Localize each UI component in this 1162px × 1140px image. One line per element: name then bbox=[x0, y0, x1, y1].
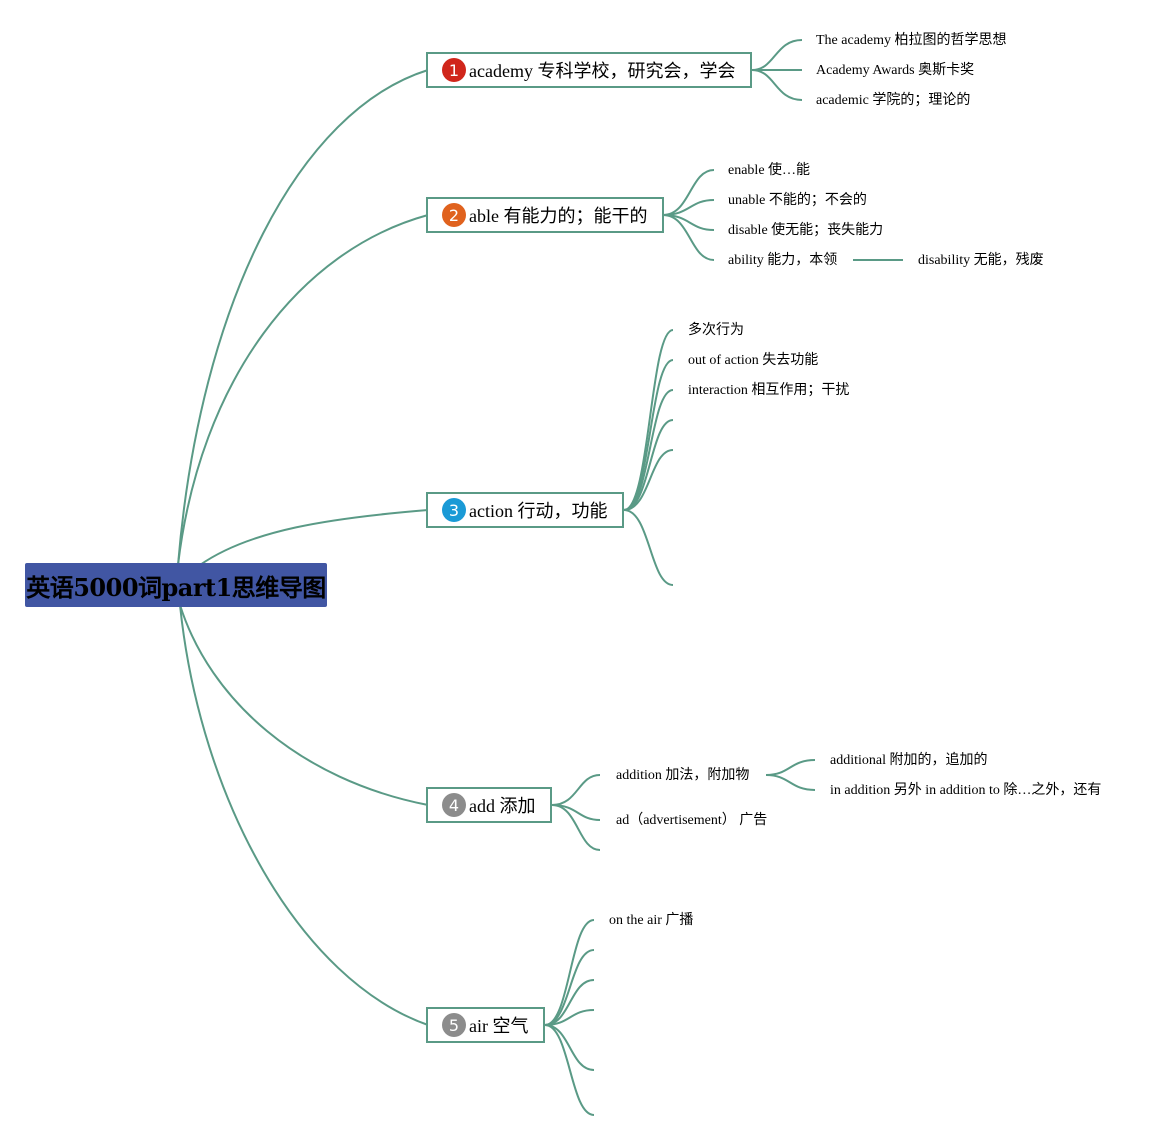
branch-node-add[interactable]: 4 add 添加 bbox=[426, 787, 552, 823]
branch-node-academy[interactable]: 1 academy 专科学校，研究会，学会 bbox=[426, 52, 752, 88]
number-badge: 5 bbox=[442, 1013, 466, 1037]
connector-line bbox=[544, 1024, 595, 1071]
sub-topic[interactable]: enable 使…能 bbox=[728, 163, 811, 178]
sub-topic[interactable]: unable 不能的；不会的 bbox=[728, 193, 867, 208]
connector-line bbox=[544, 1009, 595, 1026]
sub-topic[interactable]: ability 能力，本领 bbox=[728, 253, 838, 268]
connector-line bbox=[765, 774, 816, 791]
connector-line bbox=[751, 39, 803, 71]
connector-line bbox=[551, 804, 601, 851]
branch-node-air[interactable]: 5 air 空气 bbox=[426, 1007, 545, 1043]
branch-label: academy 专科学校，研究会，学会 bbox=[469, 61, 736, 81]
connector-line bbox=[751, 69, 803, 101]
branch-label: air 空气 bbox=[469, 1016, 529, 1036]
number-badge: 2 bbox=[442, 203, 466, 227]
connector-line bbox=[623, 509, 674, 586]
number-badge: 1 bbox=[442, 58, 466, 82]
sub-topic[interactable]: 多次行为 bbox=[688, 323, 744, 338]
connector-line bbox=[179, 604, 429, 806]
connector-line bbox=[623, 389, 674, 511]
branch-label: add 添加 bbox=[469, 796, 536, 816]
sub-topic[interactable]: disable 使无能；丧失能力 bbox=[728, 223, 884, 238]
connector-line bbox=[177, 69, 429, 566]
connector-line bbox=[179, 604, 429, 1026]
connector-line bbox=[623, 419, 674, 511]
number-badge: 3 bbox=[442, 498, 466, 522]
sub-sub-topic[interactable]: in addition 另外 in addition to 除…之外，还有 bbox=[830, 783, 1102, 798]
connector-line bbox=[177, 214, 429, 566]
connector-line bbox=[544, 1024, 595, 1116]
sub-topic[interactable]: Academy Awards 奥斯卡奖 bbox=[816, 63, 975, 78]
sub-topic[interactable]: The academy 柏拉图的哲学思想 bbox=[816, 33, 1007, 48]
branch-label: able 有能力的；能干的 bbox=[469, 206, 648, 226]
central-topic-label: 英语5000词part1思维导图 bbox=[26, 572, 326, 602]
number-badge: 4 bbox=[442, 793, 466, 817]
branch-label: action 行动，功能 bbox=[469, 501, 608, 521]
sub-topic[interactable]: out of action 失去功能 bbox=[688, 353, 819, 368]
sub-topic[interactable]: ad（advertisement） 广告 bbox=[616, 813, 768, 828]
sub-topic[interactable]: on the air 广播 bbox=[609, 913, 694, 928]
connector-line bbox=[662, 214, 715, 261]
branch-node-action[interactable]: 3 action 行动，功能 bbox=[426, 492, 624, 528]
sub-sub-topic[interactable]: disability 无能，残废 bbox=[918, 253, 1044, 268]
connector-line bbox=[623, 449, 674, 511]
connector-line bbox=[544, 919, 595, 1026]
sub-topic[interactable]: interaction 相互作用；干扰 bbox=[688, 383, 850, 398]
branch-node-able[interactable]: 2 able 有能力的；能干的 bbox=[426, 197, 664, 233]
connector-line bbox=[199, 509, 429, 566]
connector-line bbox=[551, 774, 601, 806]
connector-line bbox=[544, 949, 595, 1026]
central-topic[interactable]: 英语5000词part1思维导图 bbox=[25, 563, 327, 607]
sub-sub-topic[interactable]: additional 附加的，追加的 bbox=[830, 753, 988, 768]
connector-line bbox=[765, 759, 816, 776]
sub-topic[interactable]: addition 加法，附加物 bbox=[616, 768, 750, 783]
sub-topic[interactable]: academic 学院的；理论的 bbox=[816, 93, 971, 108]
